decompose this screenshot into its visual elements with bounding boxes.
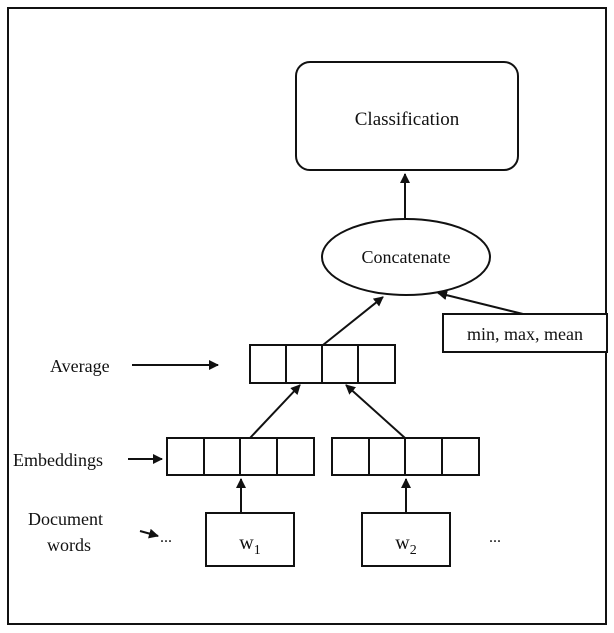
embedding-vector-2 bbox=[331, 437, 480, 476]
arrow-embedding1-to-average bbox=[249, 384, 301, 439]
arrow-document-words-label bbox=[139, 528, 159, 539]
classification-node: Classification bbox=[295, 61, 519, 171]
arrow-average-to-concatenate bbox=[322, 296, 384, 346]
pooling-label: min, max, mean bbox=[467, 324, 583, 344]
embedding-vector-1 bbox=[166, 437, 315, 476]
document-words-label-line2: words bbox=[47, 535, 91, 555]
concatenate-ellipse bbox=[321, 218, 491, 296]
pooling-box bbox=[442, 313, 608, 353]
ellipsis-left: ... bbox=[160, 529, 172, 546]
word-w2: w2 bbox=[361, 512, 451, 567]
document-words-label-line1: Document bbox=[28, 509, 103, 529]
average-label: Average bbox=[50, 356, 110, 376]
word-w1-label: w1 bbox=[239, 532, 260, 558]
embeddings-label: Embeddings bbox=[13, 450, 103, 470]
concatenate-label: Concatenate bbox=[362, 247, 451, 267]
classification-box bbox=[295, 61, 519, 171]
word-w2-box bbox=[361, 512, 451, 567]
classification-label: Classification bbox=[355, 109, 460, 130]
word-w1-box bbox=[205, 512, 295, 567]
pooling-node: min, max, mean bbox=[442, 313, 608, 353]
ellipsis-right: ... bbox=[489, 529, 501, 546]
average-vector bbox=[249, 344, 396, 384]
word-w2-label: w2 bbox=[395, 532, 416, 558]
arrow-pooling-to-concatenate bbox=[437, 290, 524, 315]
word-w1: w1 bbox=[205, 512, 295, 567]
concatenate-node: Concatenate bbox=[321, 218, 491, 296]
arrow-embedding2-to-average bbox=[345, 384, 406, 439]
